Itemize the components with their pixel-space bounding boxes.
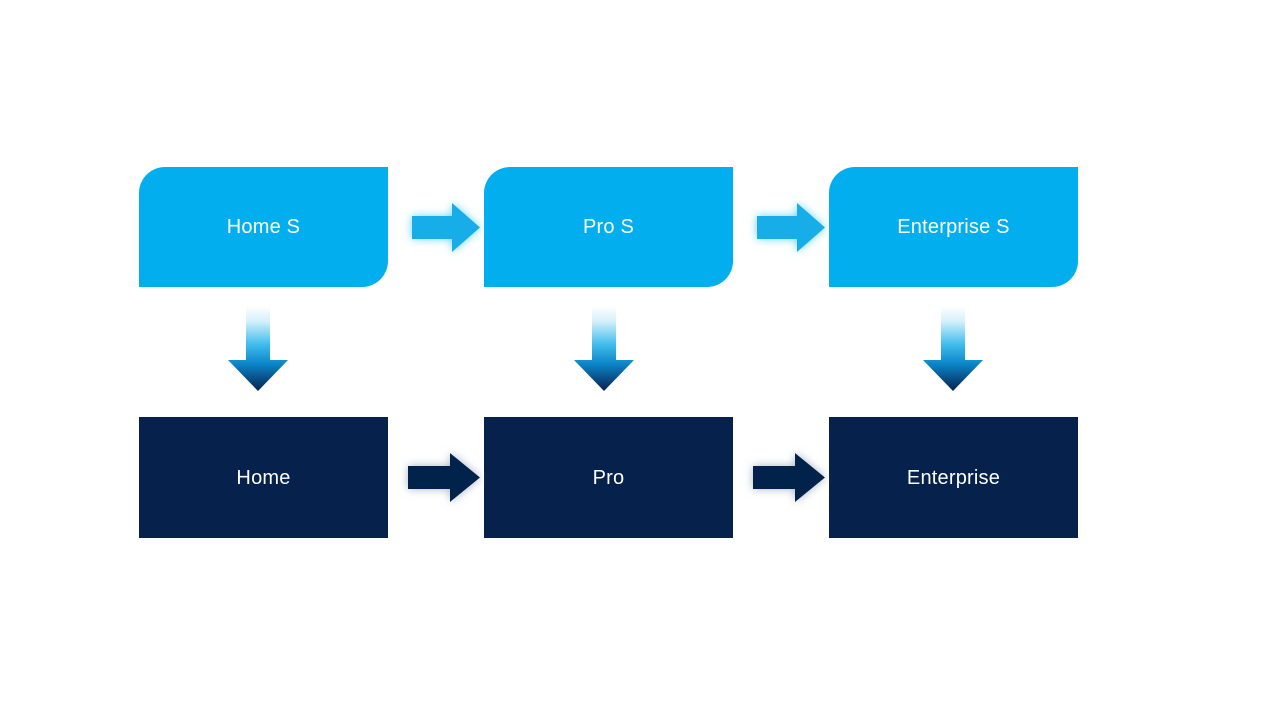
node-enterprise-label: Enterprise xyxy=(906,466,1001,489)
node-pro-s-label: Pro S xyxy=(582,216,635,238)
node-home-s-label: Home S xyxy=(226,216,301,238)
arrow-pro-to-enterprise-icon xyxy=(749,449,829,506)
node-home-s[interactable]: Home S xyxy=(139,167,388,287)
arrow-home-s-to-pro-s-icon xyxy=(408,199,484,256)
node-enterprise-s-label: Enterprise S xyxy=(897,216,1010,238)
node-home-label: Home xyxy=(236,466,291,489)
node-home[interactable]: Home xyxy=(139,417,388,538)
arrow-enterprise-s-to-enterprise-icon xyxy=(921,306,985,392)
node-pro-label: Pro xyxy=(592,466,625,489)
node-pro-s[interactable]: Pro S xyxy=(484,167,733,287)
node-enterprise-s[interactable]: Enterprise S xyxy=(829,167,1078,287)
arrow-home-s-to-home-icon xyxy=(226,306,290,392)
arrow-home-to-pro-icon xyxy=(404,449,484,506)
arrow-pro-s-to-enterprise-s-icon xyxy=(753,199,829,256)
arrow-pro-s-to-pro-icon xyxy=(572,306,636,392)
node-pro[interactable]: Pro xyxy=(484,417,733,538)
node-enterprise[interactable]: Enterprise xyxy=(829,417,1078,538)
